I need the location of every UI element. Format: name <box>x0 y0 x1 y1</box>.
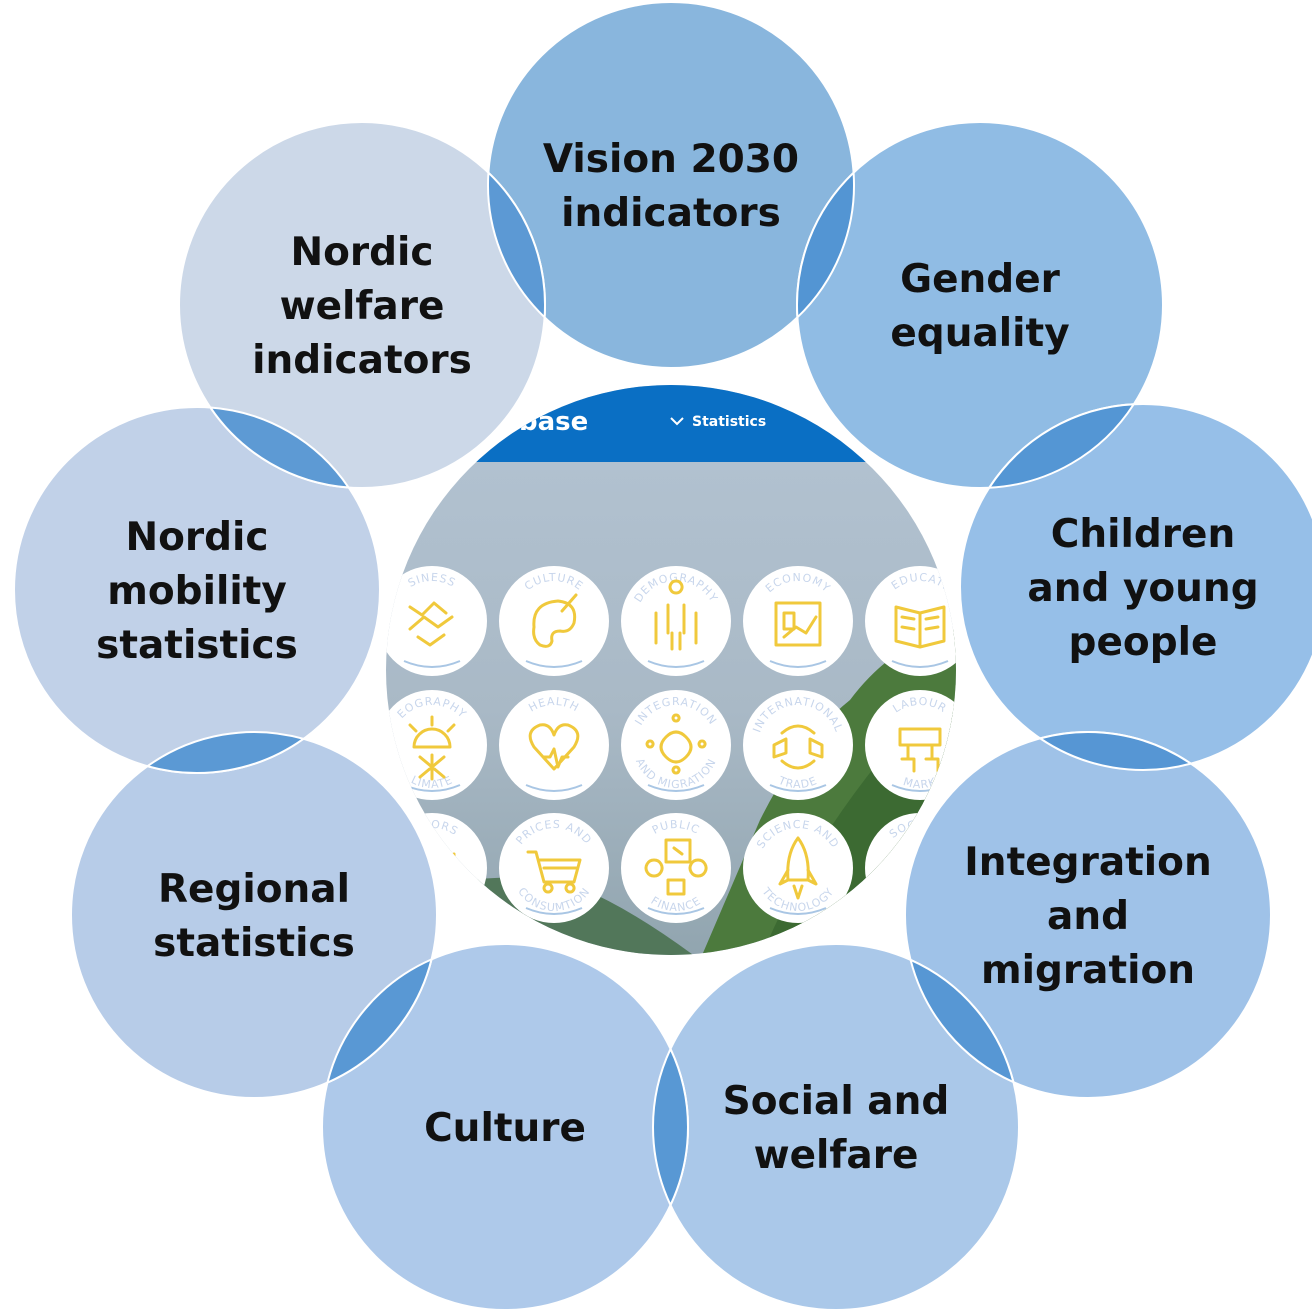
rocket-icon <box>778 836 818 900</box>
circle-label: Nordic mobility statistics <box>96 515 298 668</box>
heart-icon <box>528 723 580 771</box>
people-icon <box>654 579 698 651</box>
circle-label-line: welfare <box>754 1133 919 1178</box>
circle-label-line: and <box>1047 894 1129 939</box>
tile-background <box>743 813 853 923</box>
circle-label: Regional statistics <box>153 867 355 966</box>
circle-label: Integration and migration <box>964 840 1211 993</box>
overlap-lens <box>1037 731 1194 771</box>
circle-label-line: Integration <box>964 840 1211 885</box>
handshake-icon <box>408 601 454 647</box>
tile-label: LABOUR <box>891 695 950 716</box>
circle-label-line: mobility <box>107 569 287 614</box>
tile-label-bottom: MARK <box>902 775 939 791</box>
circle-label-line: Vision 2030 <box>543 137 799 182</box>
circle-label-line: statistics <box>96 623 298 668</box>
finance-icon <box>644 838 708 896</box>
topic-tile[interactable]: ECONOMY <box>743 566 853 676</box>
circle-label: Children and young people <box>1027 512 1258 665</box>
palette-icon <box>532 593 578 648</box>
topic-tile[interactable]: CULTURE <box>499 566 609 676</box>
circle-label: Gender equality <box>890 257 1069 356</box>
overlap-lens <box>326 957 433 1085</box>
tile-label-bottom: FINANCE <box>649 894 704 914</box>
circle-label: Social and welfare <box>723 1079 950 1178</box>
chevron-down-icon <box>670 417 684 426</box>
tile-background <box>743 566 853 676</box>
circle-label-line: Gender <box>900 257 1061 302</box>
tile-label: PUBLIC <box>650 818 702 837</box>
topic-tile[interactable]: DEMOGRAPHY <box>621 566 731 676</box>
tile-background <box>621 813 731 923</box>
overlap-lens <box>987 403 1136 489</box>
circle-label-line: statistics <box>153 921 355 966</box>
tile-label: SINESS <box>406 571 458 590</box>
tile-label: HEALTH <box>526 695 581 715</box>
book-icon <box>894 605 946 649</box>
circle-label-line: indicators <box>252 338 472 383</box>
circle-label-line: Social and <box>723 1079 950 1124</box>
circle-label-line: Regional <box>158 867 350 912</box>
topic-tile[interactable]: HEALTH <box>499 690 609 800</box>
tile-background <box>499 566 609 676</box>
nav-menu-statistics[interactable]: Statistics <box>692 414 766 430</box>
tile-label-bottom: TRADE <box>776 774 820 792</box>
overlap-lens <box>487 170 546 320</box>
labour-icon <box>898 727 942 773</box>
tile-background <box>621 690 731 800</box>
circle-label-line: Children <box>1051 512 1236 557</box>
cart-icon <box>526 850 582 894</box>
trade-cycle-icon <box>772 724 824 770</box>
overlap-lens <box>909 958 1015 1084</box>
circle-label-line: Nordic <box>125 515 268 560</box>
topic-tile[interactable]: EDUCATI <box>865 566 975 676</box>
tile-background <box>743 690 853 800</box>
topic-tile[interactable]: LABOUR MARK <box>865 690 975 800</box>
circle-label-line: equality <box>890 311 1069 356</box>
tile-label: EDUCATI <box>889 571 951 593</box>
circle-label-line: indicators <box>561 191 781 236</box>
topic-tile[interactable]: PUBLIC FINANCE <box>621 813 731 923</box>
circle-label-line: migration <box>981 948 1195 993</box>
nav-logo-text[interactable]: base <box>519 407 588 437</box>
chart-icon <box>774 601 822 647</box>
tile-background <box>499 690 609 800</box>
overlap-lens <box>652 1046 689 1208</box>
overlap-lens <box>145 731 306 774</box>
sun-snow-icon <box>408 715 456 781</box>
topic-tile[interactable]: SINESS <box>377 566 487 676</box>
overlap-lens <box>208 406 351 489</box>
tile-background <box>621 566 731 676</box>
overlap-lens <box>796 170 855 320</box>
circle-label-line: people <box>1069 620 1218 665</box>
circle-label: Nordic welfare indicators <box>252 230 472 383</box>
circle-label: Vision 2030 indicators <box>543 137 799 236</box>
circle-label-line: welfare <box>280 284 445 329</box>
circle-label-line: Nordic <box>290 230 433 275</box>
circle-label: Culture <box>424 1106 586 1151</box>
circle-label-line: and young <box>1027 566 1258 611</box>
circle-label-line: Culture <box>424 1106 586 1151</box>
circle-dots-icon <box>645 713 707 775</box>
